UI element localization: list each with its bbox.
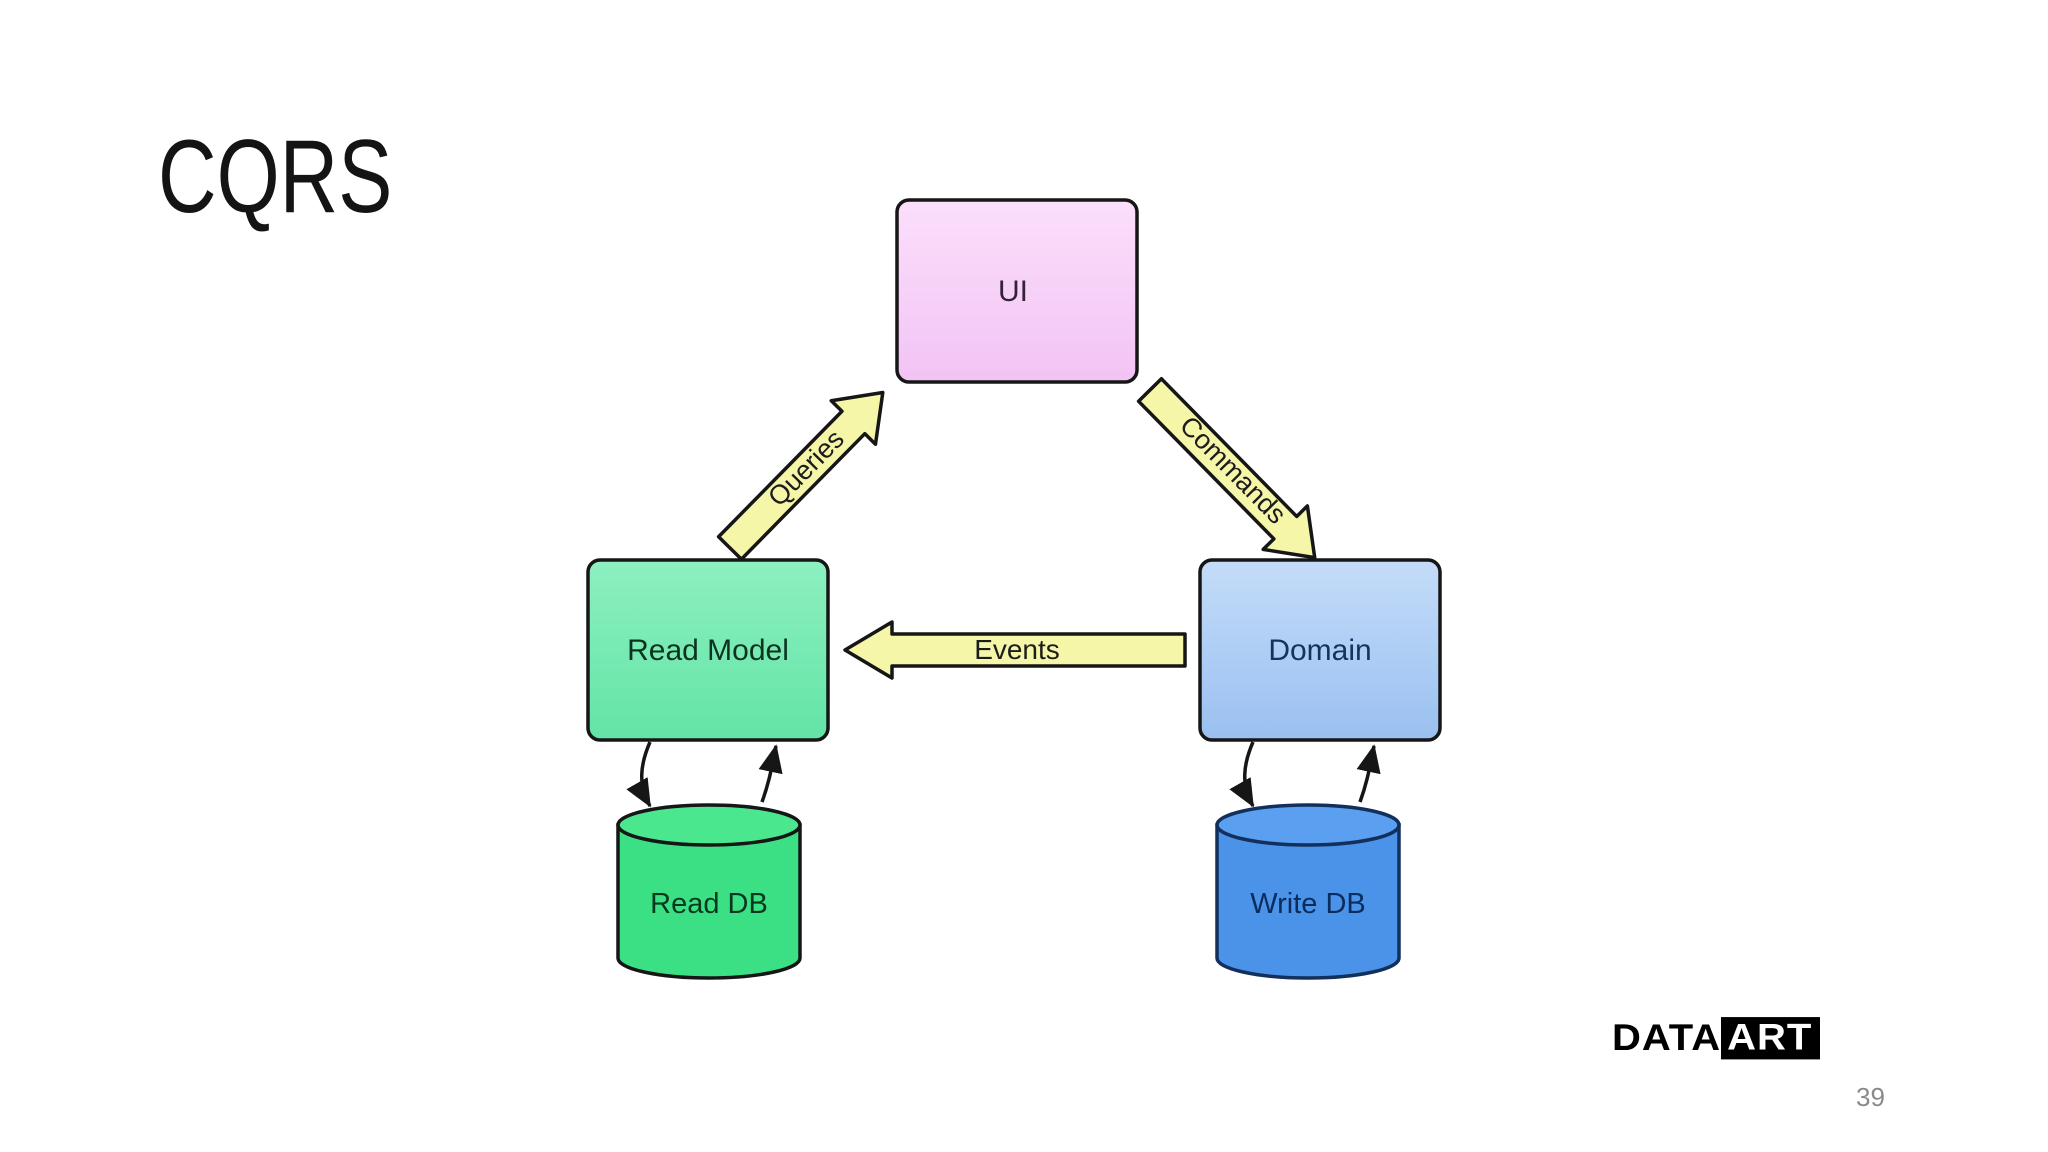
- connector-read-model-to-read-db: [626, 741, 652, 808]
- node-ui: UI: [895, 198, 1139, 384]
- node-domain: Domain: [1198, 558, 1442, 742]
- connector-write-db-to-domain: [1356, 744, 1381, 803]
- domain-box-label: Domain: [1268, 634, 1371, 667]
- ui-box-label: UI: [998, 275, 1028, 308]
- read-db-cylinder-body: [616, 823, 802, 980]
- events-arrow-label: Events: [974, 634, 1060, 665]
- write-db-cylinder-top: [1215, 803, 1401, 847]
- commands-arrow: [1136, 377, 1317, 560]
- read-model-box-shape: [586, 558, 830, 742]
- read-db-label: Read DB: [650, 888, 768, 920]
- page-number: 39: [1856, 1082, 1885, 1112]
- node-write-db: Write DB: [1215, 803, 1401, 980]
- connector-domain-to-write-db: [1229, 741, 1255, 808]
- ui-box-shape: [895, 198, 1139, 384]
- queries-arrow-shape: [716, 390, 885, 561]
- read-db-cylinder-top: [616, 803, 802, 847]
- queries-arrow-label: Queries: [762, 424, 850, 512]
- connector-read-db-to-read-model: [758, 744, 783, 803]
- node-read-model: Read Model: [586, 558, 830, 742]
- dataart-logo-data-text: DATA: [1612, 1018, 1722, 1059]
- node-read-db: Read DB: [616, 803, 802, 980]
- dataart-logo-art-text: ART: [1721, 1017, 1821, 1060]
- domain-box-shape: [1198, 558, 1442, 742]
- read-model-box-label: Read Model: [627, 634, 789, 667]
- write-db-cylinder-body: [1215, 823, 1401, 980]
- write-db-label: Write DB: [1250, 888, 1365, 920]
- commands-arrow-label: Commands: [1174, 410, 1292, 529]
- queries-arrow: [716, 390, 885, 561]
- events-arrow: Events: [843, 620, 1187, 680]
- events-arrow-shape: [843, 620, 1187, 680]
- page-title: CQRS: [158, 119, 393, 235]
- commands-arrow-shape: [1136, 377, 1317, 560]
